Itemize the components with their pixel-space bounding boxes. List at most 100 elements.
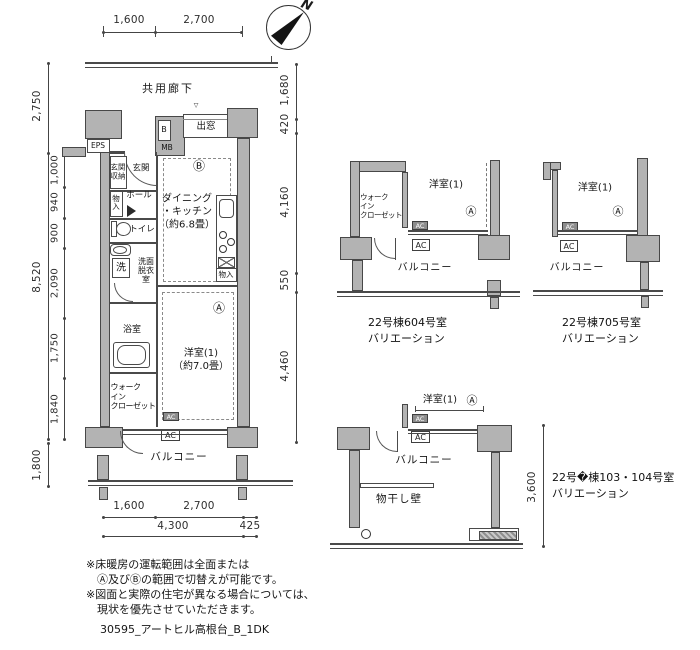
- wall-partition: [110, 242, 157, 244]
- v3-bracket-end: [483, 406, 484, 412]
- dim-900: 900: [49, 223, 61, 243]
- entrance-storage-cabinet: [110, 156, 127, 189]
- toilet-label: トイレ: [129, 224, 155, 235]
- dim-line-1800: [47, 442, 50, 488]
- balcony-edge: [88, 485, 293, 486]
- dim-line-left-inner: [63, 152, 66, 441]
- v1-balcony-edge: [337, 291, 520, 293]
- v1-room-label: 洋室(1): [428, 179, 464, 191]
- zone-b-mark: Ⓑ: [192, 159, 206, 174]
- v1-sliding-door: [408, 230, 488, 232]
- stove-burner: [219, 245, 227, 253]
- wall-left: [100, 152, 110, 427]
- dim-bottom-2700: 2,700: [183, 500, 215, 512]
- corridor-line: [85, 67, 278, 68]
- v1-zone-a: Ⓐ: [465, 204, 477, 218]
- dim-line-left-outer: [47, 62, 50, 441]
- dim-top-2700: 2,700: [183, 14, 215, 26]
- v3-balcony-label: バルコニー: [395, 454, 453, 467]
- v1-door-leaf: [395, 238, 396, 260]
- v2-caption-line2: バリエーション: [562, 332, 639, 345]
- v2-room-label: 洋室(1): [577, 182, 613, 194]
- dim-tick: [63, 186, 66, 189]
- v1-sliding-door: [408, 234, 488, 235]
- dim-8520: 8,520: [31, 261, 43, 293]
- v3-ground-line: [330, 543, 523, 545]
- dim-1800: 1,800: [31, 449, 43, 481]
- meter-box-b-label: B: [161, 124, 167, 134]
- washbasin-bowl: [113, 246, 127, 254]
- dim-line-top: [102, 31, 243, 34]
- v3-sliding-door: [408, 429, 477, 431]
- v1-caption-line2: バリエーション: [368, 332, 445, 345]
- hall-label: ホール: [126, 190, 152, 201]
- v2-foot: [641, 296, 649, 308]
- washroom-door-arc: [114, 283, 133, 302]
- v2-wall-right: [637, 158, 648, 237]
- v3-zone-a: Ⓐ: [466, 393, 478, 407]
- v3-dim-line: [542, 424, 545, 548]
- meter-box-b: [158, 120, 171, 141]
- v3-wall-left: [349, 450, 360, 528]
- dim-4460: 4,460: [279, 350, 291, 382]
- v3-wall-stub: [402, 404, 408, 428]
- v1-pillar-left: [340, 237, 372, 260]
- pillar-bottom-left: [85, 427, 123, 448]
- dim-420: 420: [279, 113, 291, 135]
- v2-caption-line1: 22号棟705号室: [562, 316, 641, 329]
- v1-wall-right: [490, 160, 500, 237]
- v1-column: [487, 280, 501, 296]
- eps-shaft: [87, 139, 110, 153]
- stove-burner: [227, 238, 235, 246]
- v1-caption-line1: 22号棟604号室: [368, 316, 447, 329]
- v1-wic-wall: [402, 172, 408, 228]
- hall-closet-label: 物 入: [112, 193, 120, 211]
- corridor-line: [85, 62, 278, 64]
- pillar-top-right: [227, 108, 258, 138]
- v2-column: [640, 262, 649, 290]
- balcony-sliding-door: [123, 434, 227, 435]
- v3-wall-right: [491, 452, 500, 528]
- balcony-column: [97, 455, 109, 480]
- pillar-bottom-right: [227, 427, 258, 448]
- dim-top-1600: 1,600: [113, 14, 145, 26]
- v2-pillar-right: [626, 235, 660, 262]
- wall-partition: [110, 372, 157, 374]
- bay-window-marker: ▽: [193, 102, 199, 110]
- dim-bottom-1600: 1,600: [113, 500, 145, 512]
- wall-right: [237, 138, 250, 427]
- wall-partition-main: [156, 155, 158, 427]
- v1-pillar-right: [478, 235, 510, 260]
- note-line-4: 現状を優先させていただきます。: [97, 603, 261, 616]
- zone-a-mark: Ⓐ: [212, 301, 226, 316]
- v2-wall-corner: [543, 162, 551, 180]
- kitchen-hatch-unit: [218, 257, 235, 268]
- corridor-tick: [271, 56, 272, 62]
- bathroom-label: 浴室: [122, 325, 142, 336]
- v1-ac-box: AC: [412, 239, 430, 251]
- dim-1000: 1,000: [49, 154, 61, 186]
- dim-tick: [154, 516, 157, 519]
- dim-2090: 2,090: [49, 267, 61, 299]
- kitchen-storage-label: 物入: [218, 270, 234, 280]
- hall-closet: [110, 191, 123, 217]
- v2-sliding-door: [558, 234, 638, 235]
- dim-550: 550: [279, 269, 291, 291]
- v1-ac-unit: AC: [412, 221, 428, 230]
- v3-bracket-end: [415, 406, 416, 412]
- kitchen-sink: [219, 199, 234, 218]
- dim-tick: [242, 516, 245, 519]
- toilet-bowl: [116, 222, 131, 236]
- washer-space: [112, 258, 130, 278]
- dim-line-right: [295, 63, 298, 444]
- v3-ac-box: AC: [411, 431, 430, 443]
- dk-label: ダイニング ・キッチン （約6.8畳）: [159, 193, 215, 231]
- washroom-label: 洗面 脱衣 室: [138, 257, 154, 285]
- v1-wall-left: [350, 161, 360, 237]
- dim-bottom-4300: 4,300: [157, 520, 189, 532]
- v3-caption-line2: バリエーション: [552, 487, 629, 500]
- note-line-3: ※図面と実際の住宅が異なる場合については、: [86, 588, 315, 601]
- v2-zone-a: Ⓐ: [612, 204, 624, 218]
- note-line-2: Ⓐ及びⒷの範囲で切替えが可能です。: [97, 573, 283, 586]
- dim-ext: [103, 26, 104, 37]
